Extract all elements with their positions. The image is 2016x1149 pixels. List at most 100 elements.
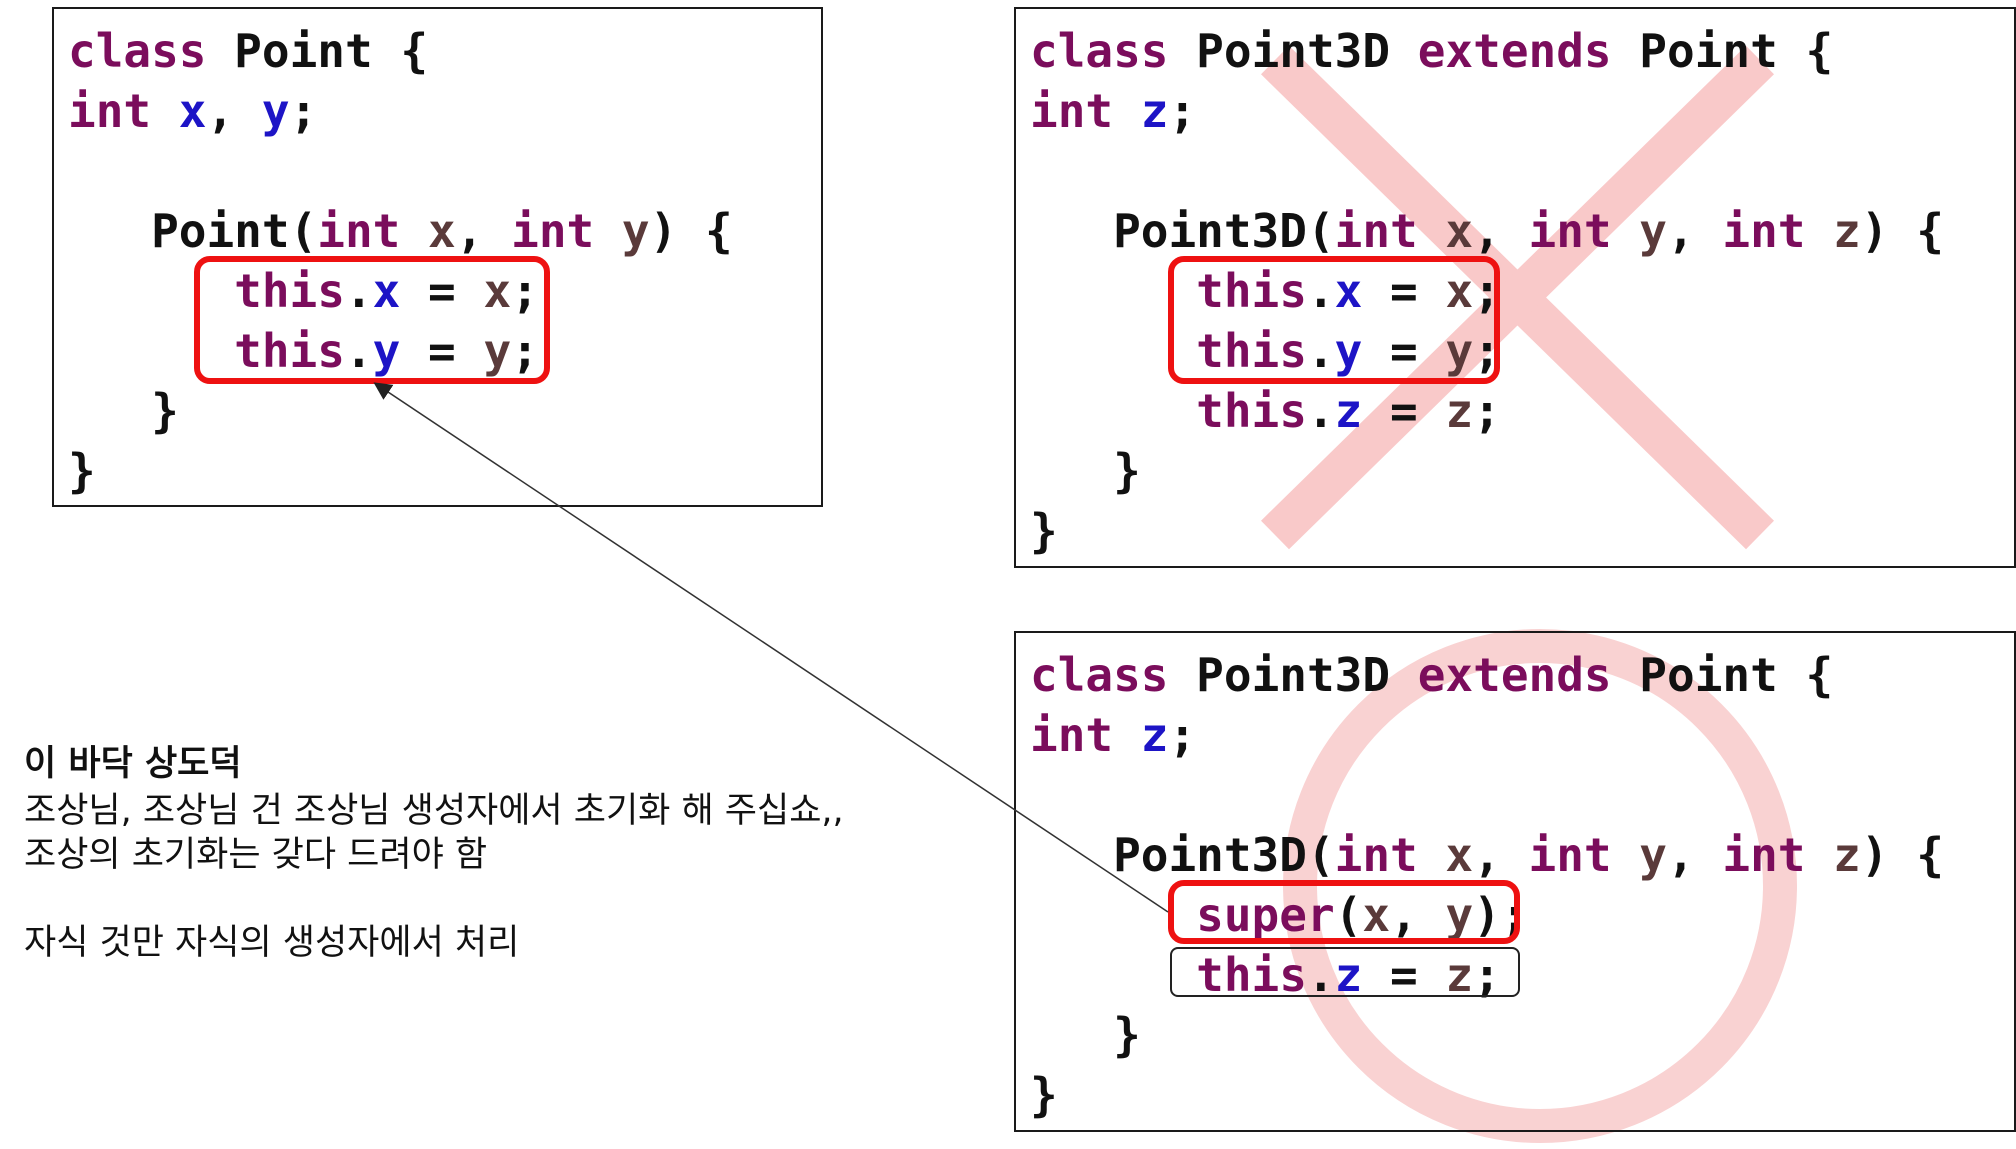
code-token: y bbox=[1445, 888, 1474, 942]
code-line: this.y = y; bbox=[68, 321, 539, 381]
code-token: Point3D( bbox=[1030, 828, 1335, 882]
code-token: int bbox=[1030, 84, 1114, 138]
code-line: this.z = z; bbox=[1030, 381, 1501, 441]
code-token: int bbox=[68, 84, 152, 138]
note-line-2: 조상의 초기화는 갖다 드려야 함 bbox=[24, 835, 488, 875]
code-token: int bbox=[1528, 828, 1612, 882]
code-token: this bbox=[68, 264, 345, 318]
code-line: super(x, y); bbox=[1030, 885, 1529, 945]
code-token: x bbox=[400, 204, 456, 258]
code-line: Point3D(int x, int y, int z) { bbox=[1030, 825, 1944, 885]
code-line: } bbox=[1030, 1065, 1058, 1125]
code-token: x bbox=[1417, 204, 1474, 258]
code-token: y bbox=[483, 324, 512, 378]
code-token: ; bbox=[1168, 708, 1197, 762]
code-token: ; bbox=[1473, 384, 1501, 438]
code-token: y bbox=[1611, 828, 1667, 882]
code-token: , bbox=[1390, 888, 1446, 942]
code-token: this bbox=[1030, 384, 1307, 438]
code-token: class bbox=[1030, 648, 1169, 702]
code-token: x bbox=[1417, 828, 1474, 882]
code-token: Point3D( bbox=[1030, 204, 1335, 258]
code-token: y bbox=[1611, 204, 1667, 258]
code-token: Point { bbox=[206, 24, 429, 78]
code-token: = bbox=[1362, 324, 1446, 378]
code-token: z bbox=[1140, 84, 1169, 138]
code-token: . bbox=[1306, 948, 1335, 1002]
code-token: z bbox=[1334, 948, 1363, 1002]
code-token: x bbox=[483, 264, 512, 318]
code-token: } bbox=[68, 444, 96, 498]
code-token: y bbox=[1334, 324, 1363, 378]
code-token: this bbox=[1030, 948, 1307, 1002]
code-token: ; bbox=[511, 324, 539, 378]
code-token bbox=[1113, 708, 1141, 762]
code-token: ); bbox=[1473, 888, 1529, 942]
code-token: } bbox=[1030, 1008, 1141, 1062]
code-token: ) { bbox=[1860, 828, 1944, 882]
code-token: extends bbox=[1417, 24, 1612, 78]
code-token: = bbox=[1362, 384, 1446, 438]
code-token: . bbox=[344, 264, 373, 318]
code-token: x bbox=[372, 264, 401, 318]
code-token: x bbox=[1445, 264, 1474, 318]
code-token: . bbox=[1306, 264, 1335, 318]
code-token: = bbox=[400, 264, 484, 318]
code-token: int bbox=[1030, 708, 1114, 762]
code-line: int z; bbox=[1030, 81, 1196, 141]
code-token: y bbox=[261, 84, 290, 138]
code-token: ( bbox=[1334, 888, 1363, 942]
code-token: = bbox=[1362, 948, 1446, 1002]
code-token: Point { bbox=[1611, 648, 1834, 702]
code-token: super bbox=[1030, 888, 1335, 942]
code-token: this bbox=[1030, 324, 1307, 378]
code-token: z bbox=[1445, 384, 1474, 438]
code-token: x bbox=[1334, 264, 1363, 318]
code-token bbox=[151, 84, 179, 138]
code-token: , bbox=[1473, 828, 1529, 882]
code-line: } bbox=[68, 381, 179, 441]
code-token: Point3D bbox=[1168, 24, 1418, 78]
code-line: class Point { bbox=[68, 21, 428, 81]
code-panel-point: class Point {int x, y; Point(int x, int … bbox=[52, 7, 823, 507]
code-line: Point3D(int x, int y, int z) { bbox=[1030, 201, 1944, 261]
code-token: , bbox=[1473, 204, 1529, 258]
code-token: , bbox=[455, 204, 512, 258]
code-token: Point { bbox=[1611, 24, 1834, 78]
code-token: class bbox=[1030, 24, 1169, 78]
code-line: } bbox=[1030, 441, 1141, 501]
code-token: z bbox=[1805, 828, 1861, 882]
code-token: } bbox=[1030, 504, 1058, 558]
code-token: z bbox=[1445, 948, 1474, 1002]
code-token: class bbox=[68, 24, 207, 78]
code-token: ; bbox=[1473, 324, 1501, 378]
code-token: ; bbox=[1473, 948, 1501, 1002]
code-line: this.x = x; bbox=[68, 261, 539, 321]
code-line: int z; bbox=[1030, 705, 1196, 765]
code-token bbox=[1113, 84, 1141, 138]
code-token: this bbox=[68, 324, 345, 378]
code-token: ) { bbox=[1860, 204, 1944, 258]
code-token: int bbox=[1722, 828, 1806, 882]
code-token: y bbox=[594, 204, 650, 258]
code-token: = bbox=[1362, 264, 1446, 318]
code-token: ; bbox=[1168, 84, 1197, 138]
code-token: = bbox=[400, 324, 484, 378]
code-line: Point(int x, int y) { bbox=[68, 201, 733, 261]
code-token: x bbox=[178, 84, 207, 138]
code-line: class Point3D extends Point { bbox=[1030, 21, 1833, 81]
code-token: int bbox=[1528, 204, 1612, 258]
code-token: x bbox=[1362, 888, 1391, 942]
code-token: int bbox=[511, 204, 595, 258]
code-token: ; bbox=[1473, 264, 1501, 318]
code-token: z bbox=[1140, 708, 1169, 762]
code-token: int bbox=[1722, 204, 1806, 258]
code-token: ; bbox=[511, 264, 539, 318]
code-token: , bbox=[1667, 828, 1723, 882]
code-token: } bbox=[1030, 1068, 1058, 1122]
code-token: . bbox=[1306, 384, 1335, 438]
code-line: } bbox=[68, 441, 96, 501]
code-token: z bbox=[1334, 384, 1363, 438]
note-line-3: 자식 것만 자식의 생성자에서 처리 bbox=[24, 923, 520, 963]
code-token: int bbox=[1334, 828, 1418, 882]
